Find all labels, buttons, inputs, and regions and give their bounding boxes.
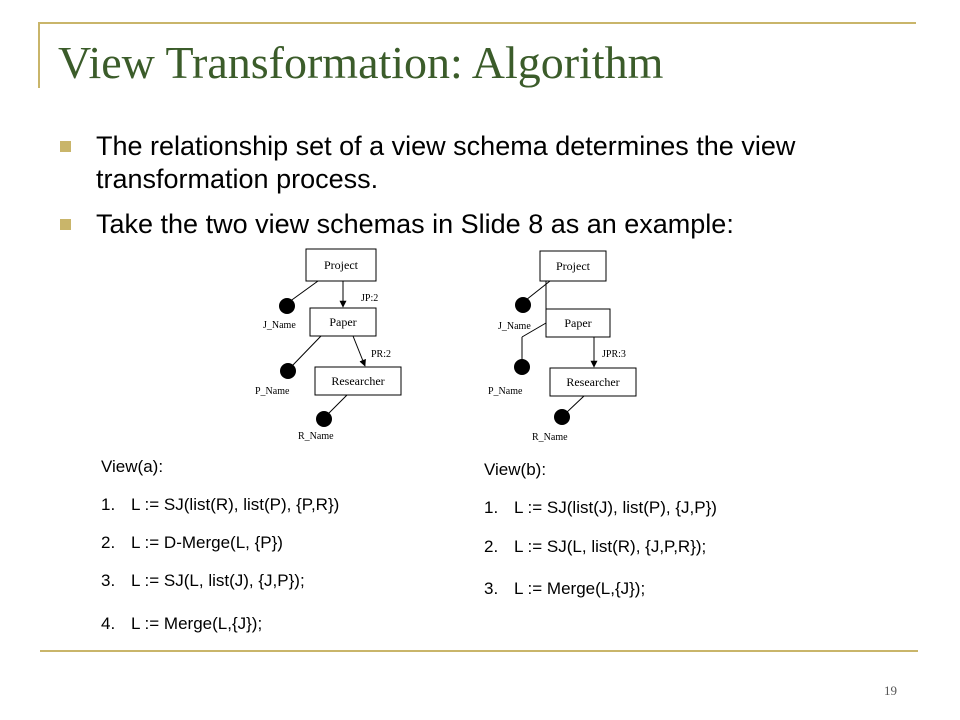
project-label: Project <box>556 259 591 273</box>
bullet-item: The relationship set of a view schema de… <box>60 130 880 196</box>
researcher-label: Researcher <box>566 375 619 389</box>
p-name-label: P_Name <box>255 386 290 397</box>
researcher-label: Researcher <box>331 374 384 388</box>
page-number: 19 <box>884 683 897 698</box>
step-row: 1. L := SJ(list(R), list(P), {P,R}) <box>101 495 339 515</box>
jpr-relationship-label: JPR:3 <box>602 349 626 360</box>
pr-arrow <box>352 335 366 367</box>
j-name-label: J_Name <box>498 321 531 332</box>
view-a-heading: View(a): <box>101 457 164 476</box>
view-a-steps: View(a): 1. L := SJ(list(R), list(P), {P… <box>101 457 339 634</box>
step-text: L := SJ(L, list(R), {J,P,R}); <box>514 537 707 556</box>
pr-relationship-label: PR:2 <box>371 349 391 360</box>
researcher-entity-box <box>549 367 637 397</box>
step-row: 4. L := Merge(L,{J}); <box>101 614 339 634</box>
bullet-square-icon <box>60 219 71 230</box>
step-text: L := SJ(list(R), list(P), {P,R}) <box>131 495 340 514</box>
project-label: Project <box>324 258 359 272</box>
step-text: L := D-Merge(L, {P}) <box>131 533 283 552</box>
step-number: 3. <box>101 571 116 590</box>
j-name-label: J_Name <box>263 320 296 331</box>
step-number: 2. <box>101 533 116 552</box>
paper-label: Paper <box>564 316 591 330</box>
step-row: 2. L := D-Merge(L, {P}) <box>101 533 339 553</box>
connector-line <box>291 335 322 367</box>
view-schema-a-diagram: Project J_Name JP:2 Paper P_Name PR:2 Re… <box>255 248 402 442</box>
step-row: 3. L := SJ(L, list(J), {J,P}); <box>101 571 339 591</box>
p-name-label: P_Name <box>488 386 523 397</box>
paper-entity-box <box>545 308 611 338</box>
step-row: 1. L := SJ(list(J), list(P), {J,P}) <box>484 498 717 518</box>
p-name-attribute-dot <box>280 363 296 379</box>
frame-top-line <box>38 22 916 24</box>
paper-entity-box <box>309 307 377 337</box>
step-text: L := SJ(L, list(J), {J,P}); <box>131 571 305 590</box>
p-name-attribute-dot <box>514 359 530 375</box>
j-name-attribute-dot <box>515 297 531 313</box>
r-name-attribute-dot <box>316 411 332 427</box>
step-number: 3. <box>484 579 499 598</box>
paper-label: Paper <box>329 315 356 329</box>
bullet-item: Take the two view schemas in Slide 8 as … <box>60 208 880 241</box>
step-row: 2. L := SJ(L, list(R), {J,P,R}); <box>484 537 717 557</box>
view-schema-b-diagram: Project J_Name Paper P_Name JPR:3 Resear… <box>488 250 637 443</box>
step-text: L := SJ(list(J), list(P), {J,P}) <box>514 498 717 517</box>
researcher-entity-box <box>314 366 402 396</box>
connector-line <box>326 394 348 416</box>
r-name-label: R_Name <box>298 431 334 442</box>
view-b-heading: View(b): <box>484 460 547 479</box>
r-name-attribute-dot <box>554 409 570 425</box>
connector-line <box>288 280 319 303</box>
bullet-square-icon <box>60 141 71 152</box>
r-name-label: R_Name <box>532 432 568 443</box>
step-number: 4. <box>101 614 116 633</box>
step-text: L := Merge(L,{J}); <box>514 579 646 598</box>
bullet-text: The relationship set of a view schema de… <box>96 131 796 194</box>
frame-bottom-line <box>40 650 918 652</box>
bullet-text: Take the two view schemas in Slide 8 as … <box>96 209 734 239</box>
j-name-attribute-dot <box>279 298 295 314</box>
bullet-list: The relationship set of a view schema de… <box>60 130 880 253</box>
slide-title: View Transformation: Algorithm <box>58 37 664 88</box>
step-number: 1. <box>101 495 116 514</box>
connector-line <box>521 322 547 338</box>
jp-relationship-label: JP:2 <box>361 293 378 304</box>
project-entity-box <box>305 248 377 282</box>
step-number: 1. <box>484 498 499 517</box>
step-row: 3. L := Merge(L,{J}); <box>484 579 717 599</box>
frame-left-line <box>38 22 40 88</box>
view-b-steps: View(b): 1. L := SJ(list(J), list(P), {J… <box>484 460 717 599</box>
connector-line <box>565 395 585 414</box>
step-number: 2. <box>484 537 499 556</box>
project-entity-box <box>539 250 607 282</box>
step-text: L := Merge(L,{J}); <box>131 614 263 633</box>
